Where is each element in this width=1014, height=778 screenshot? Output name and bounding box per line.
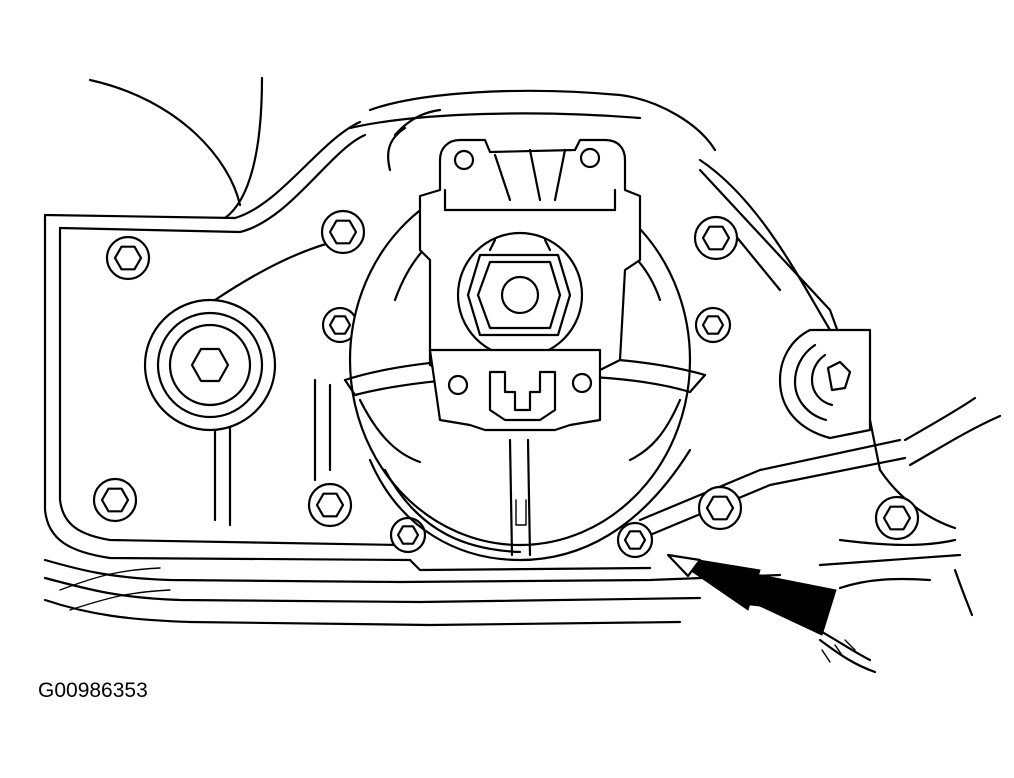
center-hub xyxy=(456,231,584,359)
left-idler-pulley xyxy=(143,298,277,432)
lower-mount-block xyxy=(428,348,602,432)
lower-frame xyxy=(43,558,782,627)
right-idler-pulley xyxy=(778,328,872,440)
indicator-arrow xyxy=(666,553,837,636)
figure-id-label: G00986353 xyxy=(38,679,148,702)
